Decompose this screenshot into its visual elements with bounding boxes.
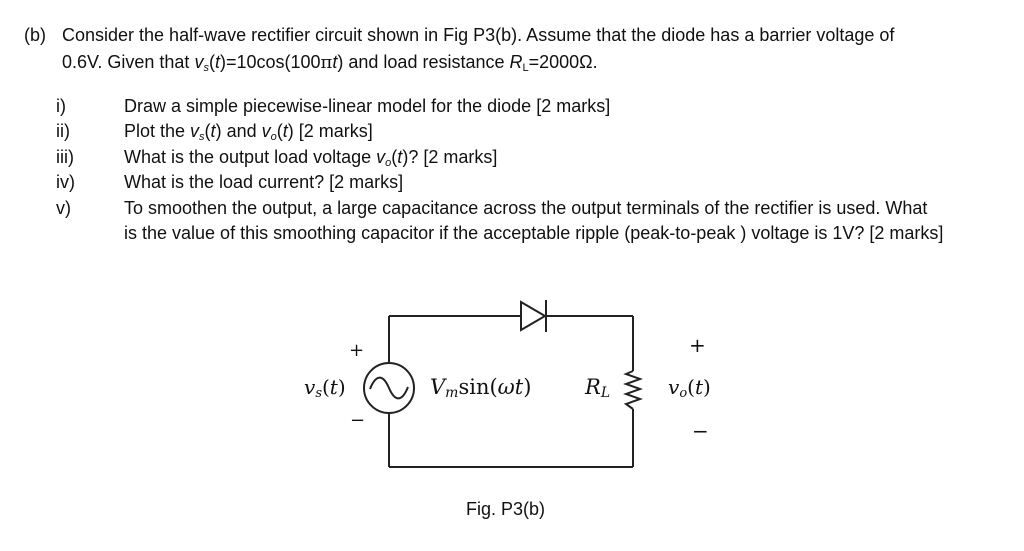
vo-label: vo(t) — [668, 375, 711, 401]
vs-label: vs(t) — [304, 375, 346, 401]
output-minus-sign: − — [692, 419, 709, 443]
question-text-3: What is the output load voltage vo(t)? [… — [124, 147, 498, 169]
ac-source-circle — [363, 362, 415, 414]
source-plus-sign: + — [349, 340, 365, 361]
figure-caption: Fig. P3(b) — [466, 499, 546, 519]
question-text-2: Plot the vs(t) and vo(t) [2 marks] — [124, 121, 373, 143]
question-text-4: What is the load current? [2 marks] — [124, 172, 404, 192]
question-number-2: ii) — [56, 121, 70, 141]
question-text-5-line-2: is the value of this smoothing capacitor… — [124, 223, 944, 243]
question-number-5: v) — [56, 198, 71, 218]
output-plus-sign: + — [689, 333, 706, 357]
resistor-zigzag — [623, 370, 643, 410]
problem-line-2: 0.6V. Given that vs(t)=10cos(100πt) and … — [62, 52, 598, 74]
question-number-1: i) — [56, 96, 66, 116]
question-text-1: Draw a simple piecewise-linear model for… — [124, 96, 611, 116]
rl-label: RL — [585, 375, 611, 401]
problem-line-1: Consider the half-wave rectifier circuit… — [62, 25, 895, 45]
question-number-4: iv) — [56, 172, 75, 192]
question-number-3: iii) — [56, 147, 74, 167]
source-minus-sign: − — [350, 410, 366, 431]
sine-wave-icon — [369, 376, 409, 400]
problem-label: (b) — [24, 25, 46, 45]
question-text-5-line-1: To smoothen the output, a large capacita… — [124, 198, 928, 218]
vm-sin-label: Vmsin(ωt) — [430, 375, 532, 401]
diode-icon — [520, 300, 547, 332]
